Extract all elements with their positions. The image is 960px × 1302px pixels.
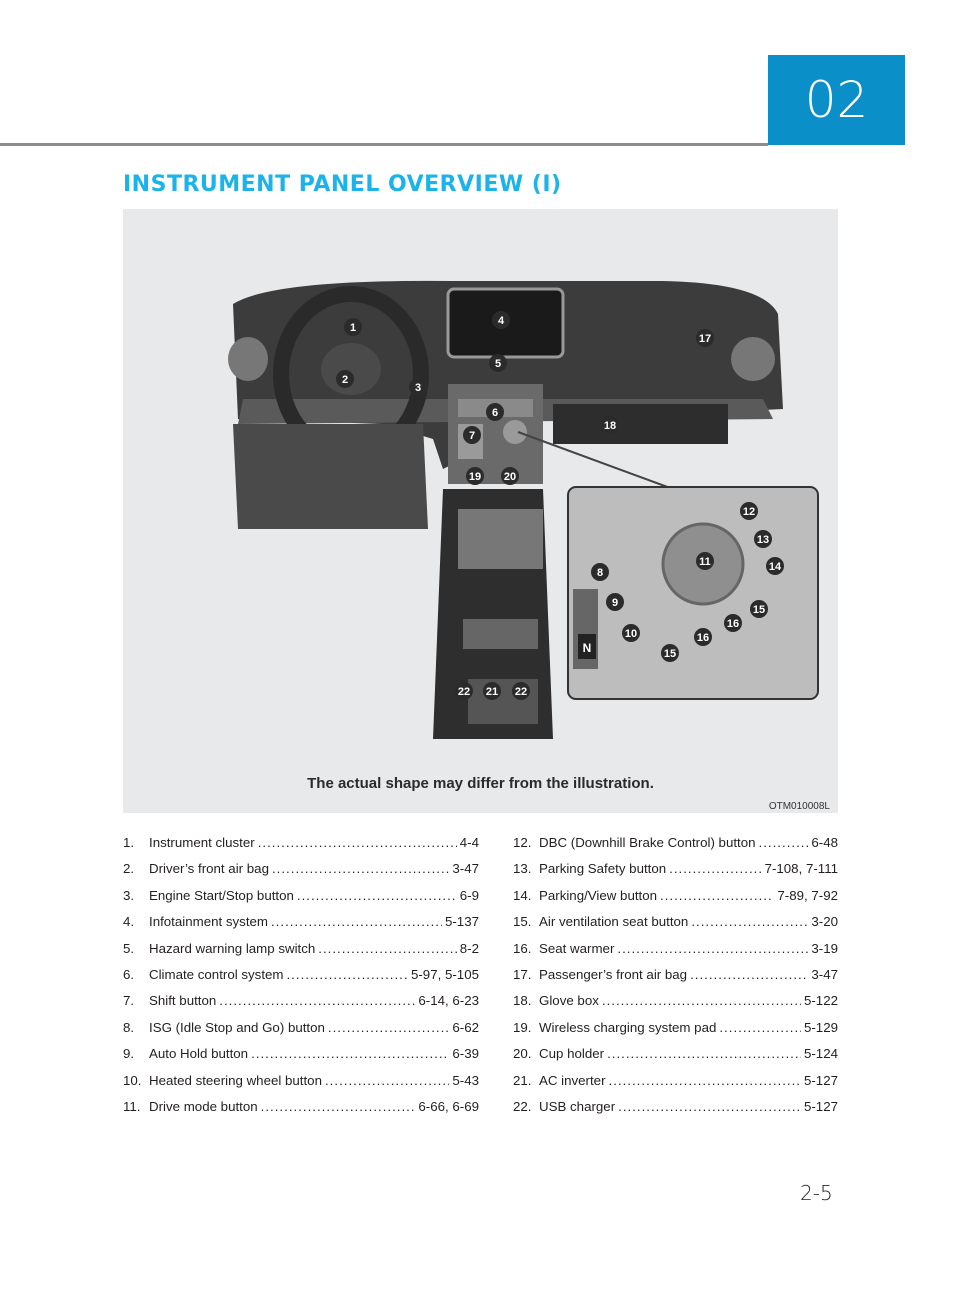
callout-10: 10 [622, 624, 640, 642]
glove-box [553, 404, 728, 444]
callout-19: 19 [466, 467, 484, 485]
right-air-vent [731, 337, 775, 381]
svg-text:16: 16 [697, 632, 709, 644]
svg-text:15: 15 [753, 604, 765, 616]
callout-22-left: 22 [455, 682, 473, 700]
list-item: 4.Infotainment system5-137 [123, 914, 479, 940]
list-item: 21.AC inverter5-127 [513, 1073, 838, 1099]
svg-text:4: 4 [498, 315, 505, 327]
list-item: 16.Seat warmer3-19 [513, 941, 838, 967]
svg-text:19: 19 [469, 471, 481, 483]
svg-text:15: 15 [664, 648, 676, 660]
list-item: 22.USB charger5-127 [513, 1099, 838, 1125]
callout-13: 13 [754, 530, 772, 548]
list-item: 9.Auto Hold button6-39 [123, 1046, 479, 1072]
list-item: 8.ISG (Idle Stop and Go) button6-62 [123, 1020, 479, 1046]
svg-text:8: 8 [597, 567, 603, 579]
list-item: 11.Drive mode button6-66, 6-69 [123, 1099, 479, 1125]
component-list-right: 12.DBC (Downhill Brake Control) button6-… [513, 835, 838, 1125]
svg-text:2: 2 [342, 374, 348, 386]
list-item: 3.Engine Start/Stop button6-9 [123, 888, 479, 914]
component-list-left: 1.Instrument cluster4-4 2.Driver’s front… [123, 835, 479, 1125]
callout-5: 5 [489, 354, 507, 372]
list-item: 10.Heated steering wheel button5-43 [123, 1073, 479, 1099]
list-item: 13.Parking Safety button7-108, 7-111 [513, 861, 838, 887]
svg-text:1: 1 [350, 322, 356, 334]
instrument-panel-figure: N 1 2 3 4 5 6 7 17 18 19 20 22 21 22 8 9… [123, 209, 838, 813]
list-item: 12.DBC (Downhill Brake Control) button6-… [513, 835, 838, 861]
chapter-tab: 02 [768, 55, 905, 145]
callout-3: 3 [409, 378, 427, 396]
svg-text:12: 12 [743, 506, 755, 518]
list-item: 1.Instrument cluster4-4 [123, 835, 479, 861]
page-title: INSTRUMENT PANEL OVERVIEW (I) [123, 172, 562, 197]
figure-caption: The actual shape may differ from the ill… [307, 775, 654, 792]
svg-text:18: 18 [604, 420, 616, 432]
callout-9: 9 [606, 593, 624, 611]
callout-17: 17 [696, 329, 714, 347]
callout-18: 18 [601, 416, 619, 434]
svg-text:16: 16 [727, 618, 739, 630]
callout-2: 2 [336, 370, 354, 388]
list-item: 14.Parking/View button7-89, 7-92 [513, 888, 838, 914]
svg-text:22: 22 [515, 686, 527, 698]
list-item: 7.Shift button6-14, 6-23 [123, 993, 479, 1019]
list-item: 15.Air ventilation seat button3-20 [513, 914, 838, 940]
svg-text:21: 21 [486, 686, 498, 698]
svg-text:7: 7 [469, 430, 475, 442]
callout-8: 8 [591, 563, 609, 581]
callout-15-right: 15 [750, 600, 768, 618]
callout-21: 21 [483, 682, 501, 700]
callout-22-right: 22 [512, 682, 530, 700]
callout-1: 1 [344, 318, 362, 336]
list-item: 17.Passenger’s front air bag3-47 [513, 967, 838, 993]
callout-11: 11 [696, 552, 714, 570]
list-item: 2.Driver’s front air bag3-47 [123, 861, 479, 887]
callout-7: 7 [463, 426, 481, 444]
callout-15-left: 15 [661, 644, 679, 662]
gear-indicator: N [583, 641, 592, 655]
dashboard-illustration: N 1 2 3 4 5 6 7 17 18 19 20 22 21 22 8 9… [228, 280, 819, 739]
list-item: 20.Cup holder5-124 [513, 1046, 838, 1072]
header-rule [0, 143, 768, 146]
svg-text:22: 22 [458, 686, 470, 698]
callout-14: 14 [766, 557, 784, 575]
callout-6: 6 [486, 403, 504, 421]
svg-text:10: 10 [625, 628, 637, 640]
callout-16-left: 16 [694, 628, 712, 646]
svg-text:6: 6 [492, 407, 498, 419]
svg-text:13: 13 [757, 534, 769, 546]
list-item: 5.Hazard warning lamp switch8-2 [123, 941, 479, 967]
svg-text:9: 9 [612, 597, 618, 609]
list-item: 6.Climate control system5-97, 5-105 [123, 967, 479, 993]
callout-20: 20 [501, 467, 519, 485]
svg-text:3: 3 [415, 382, 421, 394]
callout-4: 4 [492, 311, 510, 329]
list-item: 19.Wireless charging system pad5-129 [513, 1020, 838, 1046]
page-number: 2-5 [800, 1181, 833, 1205]
svg-text:20: 20 [504, 471, 516, 483]
svg-text:11: 11 [699, 556, 711, 568]
svg-text:14: 14 [769, 561, 782, 573]
callout-12: 12 [740, 502, 758, 520]
left-air-vent [228, 337, 268, 381]
callout-16-right: 16 [724, 614, 742, 632]
list-item: 18.Glove box5-122 [513, 993, 838, 1019]
svg-text:17: 17 [699, 333, 711, 345]
svg-text:5: 5 [495, 358, 501, 370]
figure-code: OTM010008L [768, 801, 830, 812]
